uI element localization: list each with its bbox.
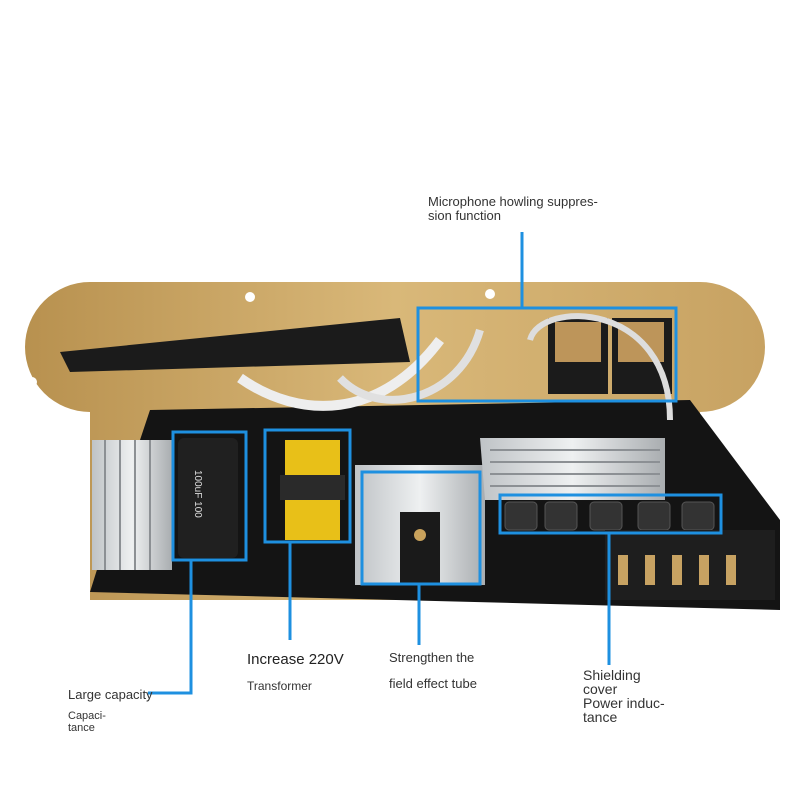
- callout-box-capacitor: [171, 430, 248, 562]
- transformer-band: [280, 475, 345, 500]
- callout-text: tance: [583, 709, 618, 725]
- callout-shielding: Shielding cover Power induc- tance: [583, 668, 665, 724]
- callout-text: field effect tube: [389, 676, 477, 692]
- callout-text: Increase 220V: [247, 651, 344, 668]
- callout-text: Shielding: [583, 667, 641, 683]
- mount-hole: [765, 377, 775, 387]
- capacitor-marking: 100uF 100: [192, 470, 203, 518]
- callout-text: Power induc-: [583, 695, 665, 711]
- leader-lines: [148, 232, 611, 695]
- terminal-block: [605, 530, 775, 600]
- callout-text: tance: [68, 722, 95, 735]
- mount-hole: [27, 377, 37, 387]
- callout-box-transformer: [263, 428, 352, 544]
- callout-fet: Strengthen the field effect tube: [389, 650, 477, 692]
- callout-capacitance: Capaci- tance: [68, 710, 106, 734]
- callout-capacity: Large capacity: [68, 687, 153, 702]
- power-inductors: [504, 501, 715, 531]
- mount-hole: [485, 289, 495, 299]
- fet-screw: [414, 529, 426, 541]
- callout-text: cover: [583, 681, 618, 697]
- right-heatsink: [480, 438, 665, 500]
- field-effect-tube: [400, 512, 440, 584]
- ribbon-cable: [527, 313, 673, 421]
- control-pcb: [60, 318, 410, 372]
- callout-box-fet: [360, 470, 482, 586]
- callout-text: Transformer: [247, 679, 312, 693]
- callout-text: Strengthen the: [389, 650, 475, 665]
- callout-microphone: Microphone howling suppres- sion functio…: [428, 194, 598, 224]
- mount-hole: [245, 292, 255, 302]
- callout-transformer-title: Increase 220V: [247, 651, 344, 669]
- callout-text: Large capacity: [68, 687, 153, 702]
- large-capacitor: [178, 438, 238, 558]
- callout-text: Microphone howling suppres-: [428, 194, 598, 209]
- callout-box-microphone: [416, 306, 678, 403]
- callout-text: sion function: [428, 208, 501, 224]
- callout-text: Capaci-: [68, 710, 106, 722]
- callout-transformer-sub: Transformer: [247, 679, 312, 693]
